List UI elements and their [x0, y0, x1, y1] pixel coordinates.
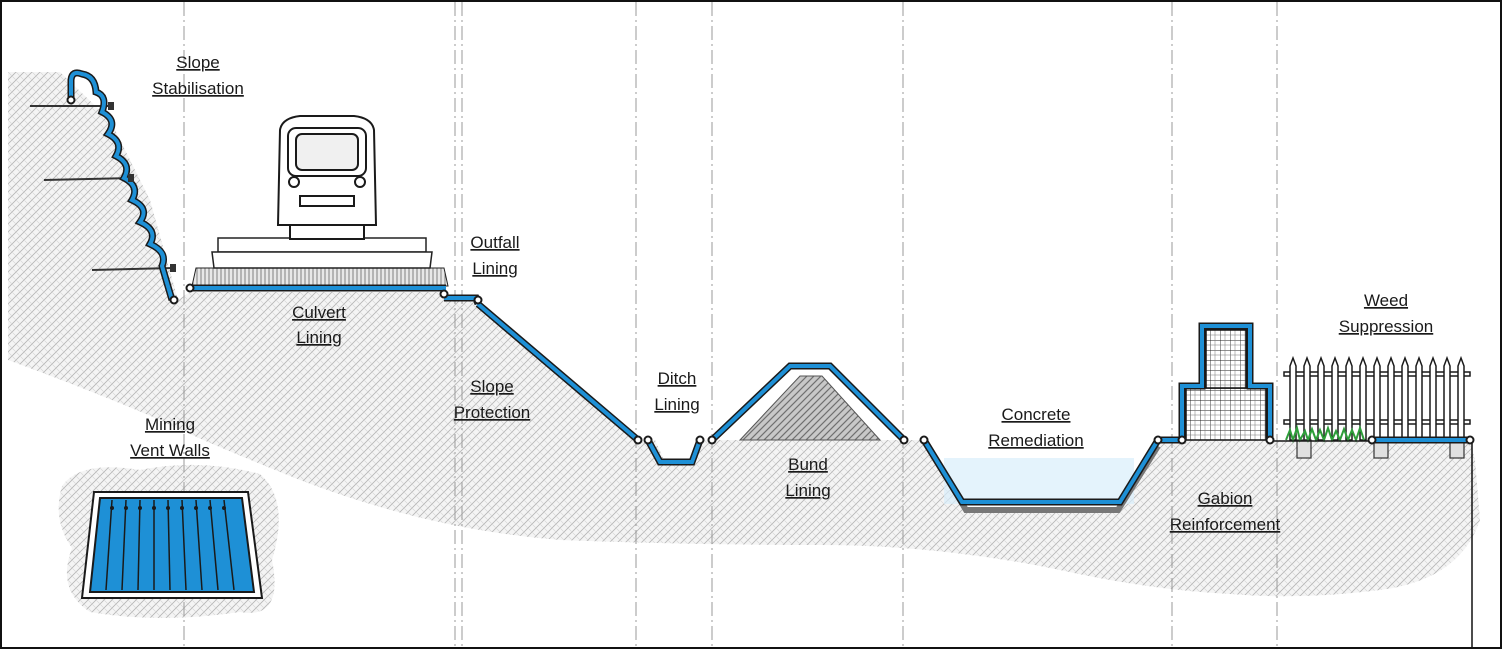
label-culvert-lining: Culvert Lining [292, 303, 346, 347]
label-line: Lining [785, 481, 830, 500]
label-line: Gabion [1198, 489, 1253, 508]
rail-sleeper [217, 237, 427, 253]
label-concrete-remediation: Concrete Remediation [988, 405, 1083, 450]
label-line: Mining [145, 415, 195, 434]
label-line: Lining [654, 395, 699, 414]
channel-liner-blue [922, 438, 1160, 504]
label-slope-stabilisation: Slope Stabilisation [152, 53, 244, 98]
gabion-liner-blue [1160, 324, 1272, 442]
label-line: Vent Walls [130, 441, 210, 460]
label-line: Stabilisation [152, 79, 244, 98]
label-line: Ditch [658, 369, 697, 388]
label-line: Lining [472, 259, 517, 278]
bund-core [738, 375, 882, 441]
label-weed-suppression: Weed Suppression [1339, 291, 1434, 336]
rail-base [211, 251, 433, 269]
label-mining-vent-walls: Mining Vent Walls [130, 415, 210, 460]
label-slope-protection: Slope Protection [454, 377, 531, 422]
ditch-liner-blue [646, 439, 702, 464]
slope-protection-liner-blue [476, 302, 640, 442]
rail-ballast [191, 267, 449, 287]
ground [8, 72, 1480, 597]
label-ditch-lining: Ditch Lining [654, 369, 699, 414]
fence-icon [1283, 355, 1471, 441]
label-line: Bund [788, 455, 828, 474]
label-line: Weed [1364, 291, 1408, 310]
gabion-icon [1185, 329, 1267, 441]
label-line: Reinforcement [1170, 515, 1281, 534]
label-outfall-lining: Outfall Lining [470, 233, 519, 278]
label-line: Lining [296, 328, 341, 347]
bund-liner-blue [710, 364, 906, 442]
label-line: Slope [470, 377, 513, 396]
anchor-points [66, 95, 1475, 445]
mining-vent-icon [80, 491, 264, 599]
label-line: Protection [454, 403, 531, 422]
channel-water [944, 458, 1134, 504]
label-line: Outfall [470, 233, 519, 252]
label-line: Slope [176, 53, 219, 72]
nail-heads [108, 102, 176, 272]
section-lines [183, 2, 1278, 647]
grass-icon [1285, 424, 1365, 444]
slope-stabilisation-liner-blue [69, 70, 174, 301]
label-line: Suppression [1339, 317, 1434, 336]
label-line: Culvert [292, 303, 346, 322]
label-gabion-reinforcement: Gabion Reinforcement [1170, 489, 1281, 534]
label-bund-lining: Bund Lining [785, 455, 830, 500]
train-icon [276, 115, 378, 240]
label-line: Remediation [988, 431, 1083, 450]
label-line: Concrete [1002, 405, 1071, 424]
